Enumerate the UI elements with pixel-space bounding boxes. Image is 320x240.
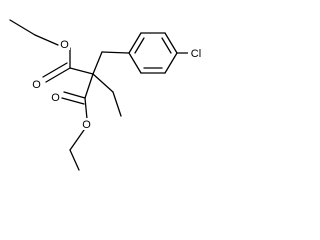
bond-quat-ch2-benzyl [92,51,103,75]
bond-quat-ethyl-2 [112,91,122,117]
atom-o-bottom-carbonyl: O [51,92,60,104]
skeletal-formula: O O O O Cl [9,19,202,171]
bond-quat-bottom-c [84,73,94,99]
ring-bond-6 [128,52,142,74]
bond-quat-ethyl-1 [92,73,114,93]
ring-double-1 [134,37,145,54]
bond-top-ch3-ch2 [9,19,36,36]
atom-o-top-carbonyl: O [32,79,41,91]
bond-bottom-ch2-ch3 [69,149,80,171]
bond-bottom-c-o-double [63,91,86,99]
atom-o-bottom-ether: O [82,119,91,131]
bond-bottom-c-o-double-2 [61,97,85,105]
atom-o-top-ether: O [60,39,69,51]
bond-bottom-c-o [84,97,88,120]
ring-double-2 [161,37,172,54]
bond-ch2-ring [101,51,130,54]
bond-top-c-o-double [45,67,71,83]
bond-top-ch2-o [34,34,59,46]
ring-bond-1 [128,32,142,54]
bond-top-c-o-double-2 [42,62,68,78]
atom-chlorine: Cl [191,48,201,60]
ring-bond-4 [164,52,178,74]
bond-top-c-quaternary [69,67,94,75]
bond-bottom-o-ch2 [69,129,85,151]
ring-bond-3 [164,32,178,54]
